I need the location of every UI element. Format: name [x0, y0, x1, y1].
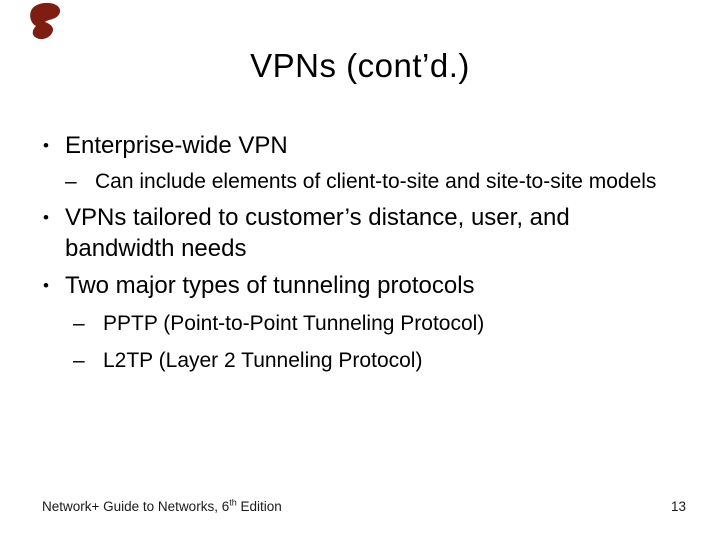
dash-marker: – — [65, 170, 77, 193]
bullet-marker: • — [43, 276, 49, 295]
bullet-list: • Enterprise-wide VPN – Can include elem… — [43, 130, 720, 375]
bullet-item: • Enterprise-wide VPN — [43, 130, 720, 161]
sub-bullet-item: – PPTP (Point-to-Point Tunneling Protoco… — [73, 309, 720, 338]
footer-citation-superscript: th — [229, 497, 237, 508]
slide-footer: Network+ Guide to Networks, 6th Edition … — [42, 497, 686, 514]
bullet-item: • VPNs tailored to customer’s distance, … — [43, 202, 720, 264]
bullet-marker: • — [43, 136, 49, 155]
page-number: 13 — [670, 499, 686, 514]
footer-citation-prefix: Network+ Guide to Networks, 6 — [42, 499, 230, 514]
footer-citation: Network+ Guide to Networks, 6th Edition — [42, 497, 282, 514]
slide-title: VPNs (cont’d.) — [250, 47, 470, 84]
sub-bullet-text: Can include elements of client-to-site a… — [95, 170, 657, 193]
footer-citation-suffix: Edition — [236, 499, 282, 514]
dash-marker: – — [73, 312, 85, 335]
red-scribble-path — [30, 2, 61, 40]
bullet-text: Two major types of tunneling protocols — [65, 272, 475, 299]
bullet-item: • Two major types of tunneling protocols — [43, 270, 720, 301]
dash-marker: – — [73, 349, 85, 372]
sub-bullet-item: – L2TP (Layer 2 Tunneling Protocol) — [73, 346, 720, 375]
sub-bullet-text: L2TP (Layer 2 Tunneling Protocol) — [103, 349, 423, 372]
sub-bullet-text: PPTP (Point-to-Point Tunneling Protocol) — [103, 312, 485, 335]
bullet-text: Enterprise-wide VPN — [65, 132, 288, 159]
red-scribble-mark-icon — [30, 2, 61, 40]
bullet-text: VPNs tailored to customer’s distance, us… — [65, 204, 570, 262]
sub-bullet-item: – Can include elements of client-to-site… — [65, 167, 720, 196]
bullet-marker: • — [43, 208, 49, 227]
